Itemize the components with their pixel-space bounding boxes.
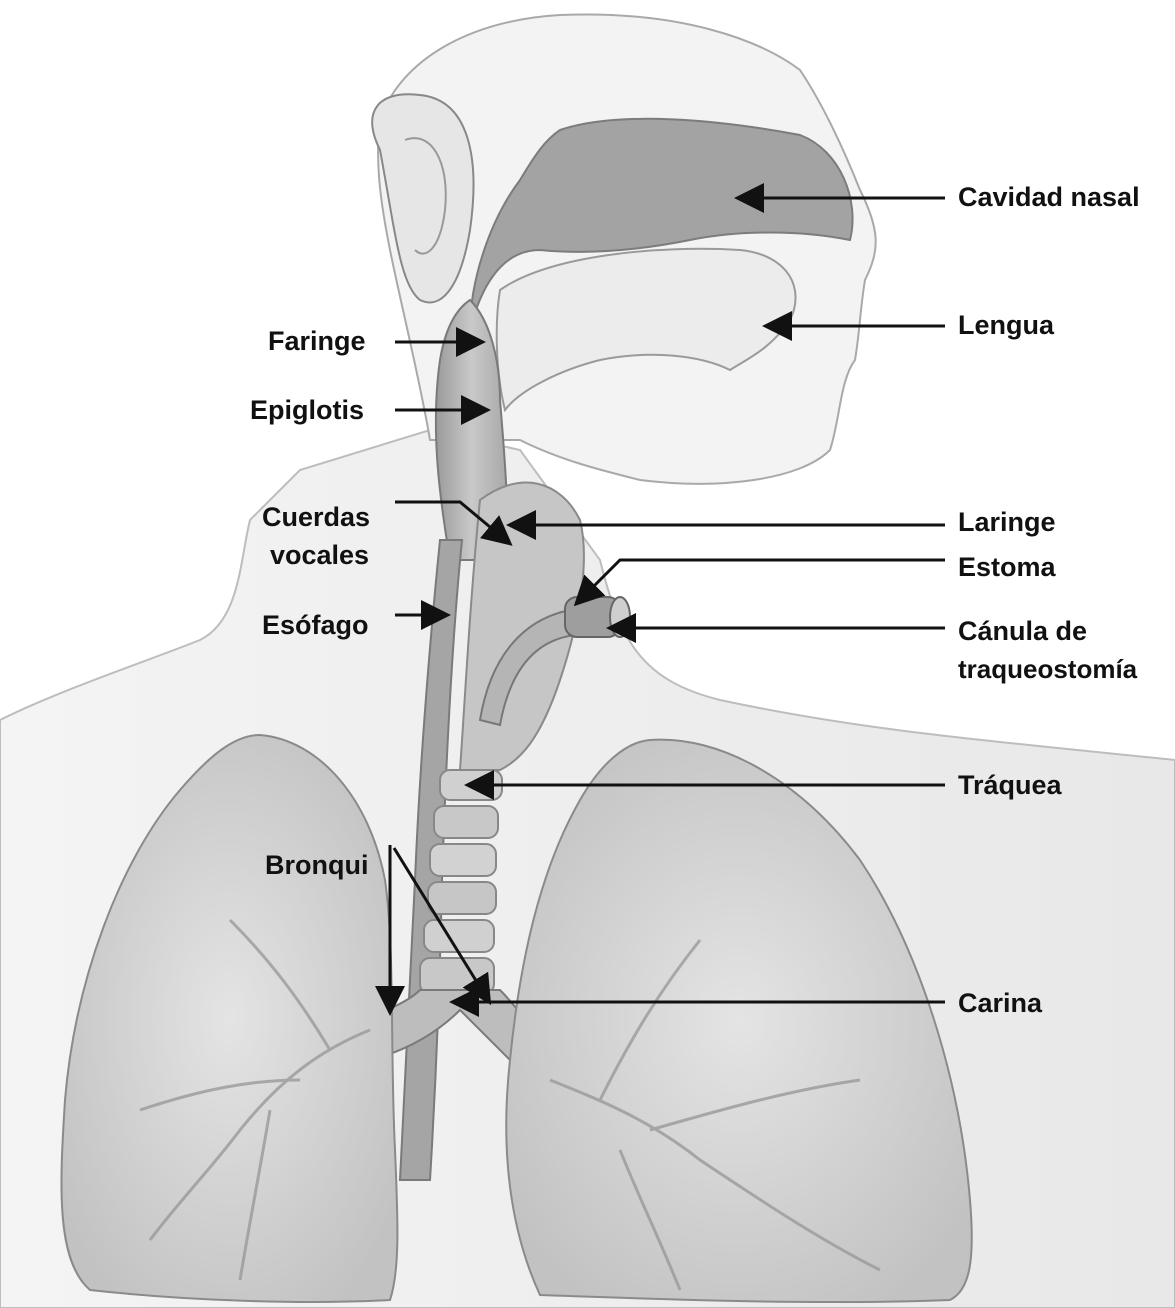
label-cuerdas-vocales-line1: Cuerdas — [262, 500, 370, 534]
label-canula-line1: Cánula de — [958, 614, 1087, 648]
label-epiglotis: Epiglotis — [250, 393, 364, 427]
leader-cuerdas-vocales — [395, 502, 508, 542]
label-cavidad-nasal: Cavidad nasal — [958, 180, 1140, 214]
label-traquea: Tráquea — [958, 768, 1062, 802]
label-faringe: Faringe — [268, 324, 366, 358]
label-canula-line2: traqueostomía — [958, 652, 1137, 686]
label-esofago: Esófago — [262, 608, 369, 642]
leader-bronqui-right — [394, 848, 488, 1000]
leader-estoma — [578, 560, 945, 602]
label-bronqui: Bronqui — [265, 848, 368, 882]
label-carina: Carina — [958, 986, 1042, 1020]
label-cuerdas-vocales-line2: vocales — [270, 538, 369, 572]
label-laringe: Laringe — [958, 505, 1056, 539]
label-estoma: Estoma — [958, 550, 1056, 584]
label-lengua: Lengua — [958, 308, 1054, 342]
